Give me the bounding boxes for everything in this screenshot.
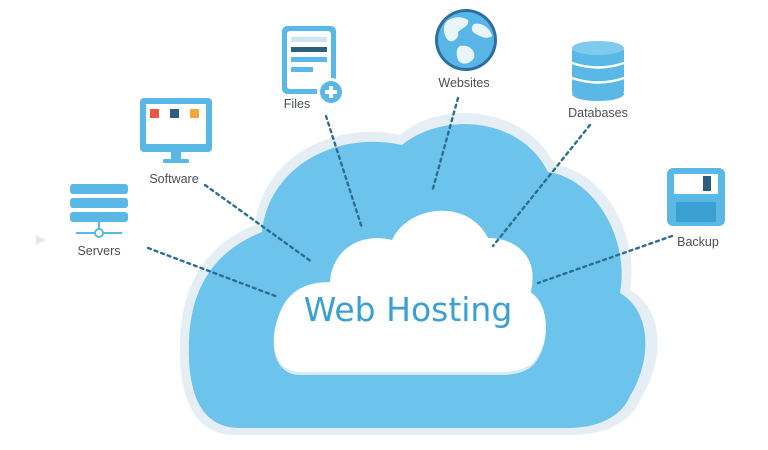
connector-websites: [430, 96, 460, 194]
node-software: Software: [140, 98, 212, 186]
node-label-websites: Websites: [438, 76, 489, 90]
document-add-icon: [282, 26, 345, 106]
node-label-servers: Servers: [77, 244, 120, 258]
connector-software: [203, 183, 314, 264]
node-label-databases: Databases: [568, 106, 628, 120]
connector-backup: [536, 234, 674, 285]
node-files: Files: [282, 26, 345, 111]
connector-servers: [146, 246, 280, 299]
database-icon: [571, 41, 625, 101]
connector-databases: [491, 123, 592, 248]
node-label-backup: Backup: [677, 235, 719, 249]
node-websites: Websites: [435, 9, 497, 90]
node-servers: Servers: [70, 184, 128, 258]
server-stack-icon: [70, 184, 128, 238]
node-label-files: Files: [284, 97, 310, 111]
connectors: [146, 96, 674, 299]
connector-files: [324, 114, 364, 230]
floppy-disk-icon: [667, 168, 725, 226]
node-backup: Backup: [667, 168, 725, 249]
monitor-icon: [140, 98, 212, 163]
node-label-software: Software: [149, 172, 198, 186]
inner-cloud: [273, 210, 546, 375]
globe-icon: [435, 9, 497, 71]
center-title: Web Hosting: [304, 290, 513, 329]
node-databases: Databases: [568, 41, 628, 120]
edge-mark: [36, 235, 46, 245]
